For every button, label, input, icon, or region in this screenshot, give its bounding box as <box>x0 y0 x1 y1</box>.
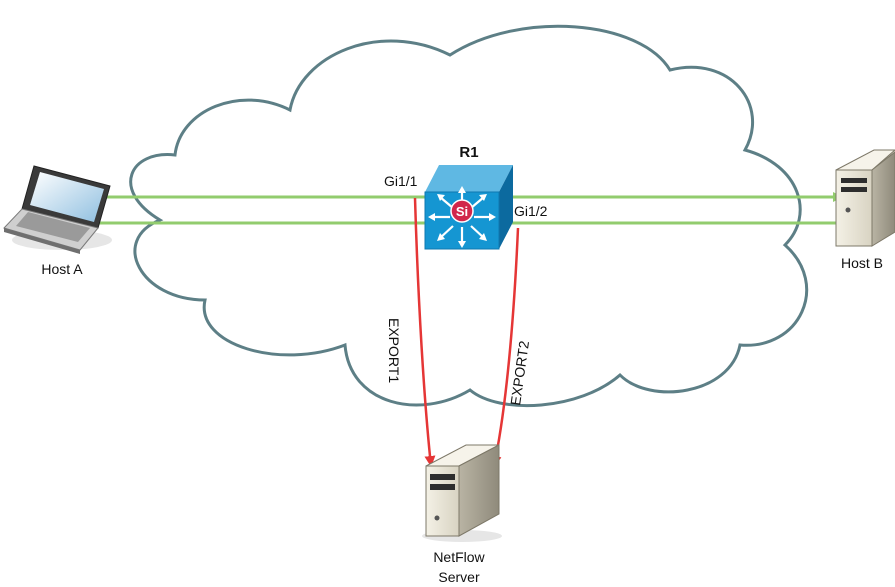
collector-label-line1: NetFlow <box>433 549 485 565</box>
export-line-right <box>490 227 520 467</box>
export-label-left: EXPORT1 <box>386 318 402 383</box>
laptop-icon[interactable] <box>3 165 112 254</box>
port-label-left: Gi1/1 <box>384 173 418 189</box>
host-b-label: Host B <box>841 255 883 271</box>
layer3-switch-icon[interactable]: Si <box>424 165 513 250</box>
chip-label: Si <box>456 204 468 219</box>
tower-server-icon[interactable] <box>835 149 895 247</box>
tower-server-icon[interactable] <box>422 444 502 542</box>
chip-badge <box>450 199 474 223</box>
collector-label-line2: Server <box>438 569 480 585</box>
host-a-label: Host A <box>41 261 83 277</box>
router-label: R1 <box>459 144 478 161</box>
export-line-left <box>413 197 436 467</box>
port-label-right: Gi1/2 <box>514 203 548 219</box>
